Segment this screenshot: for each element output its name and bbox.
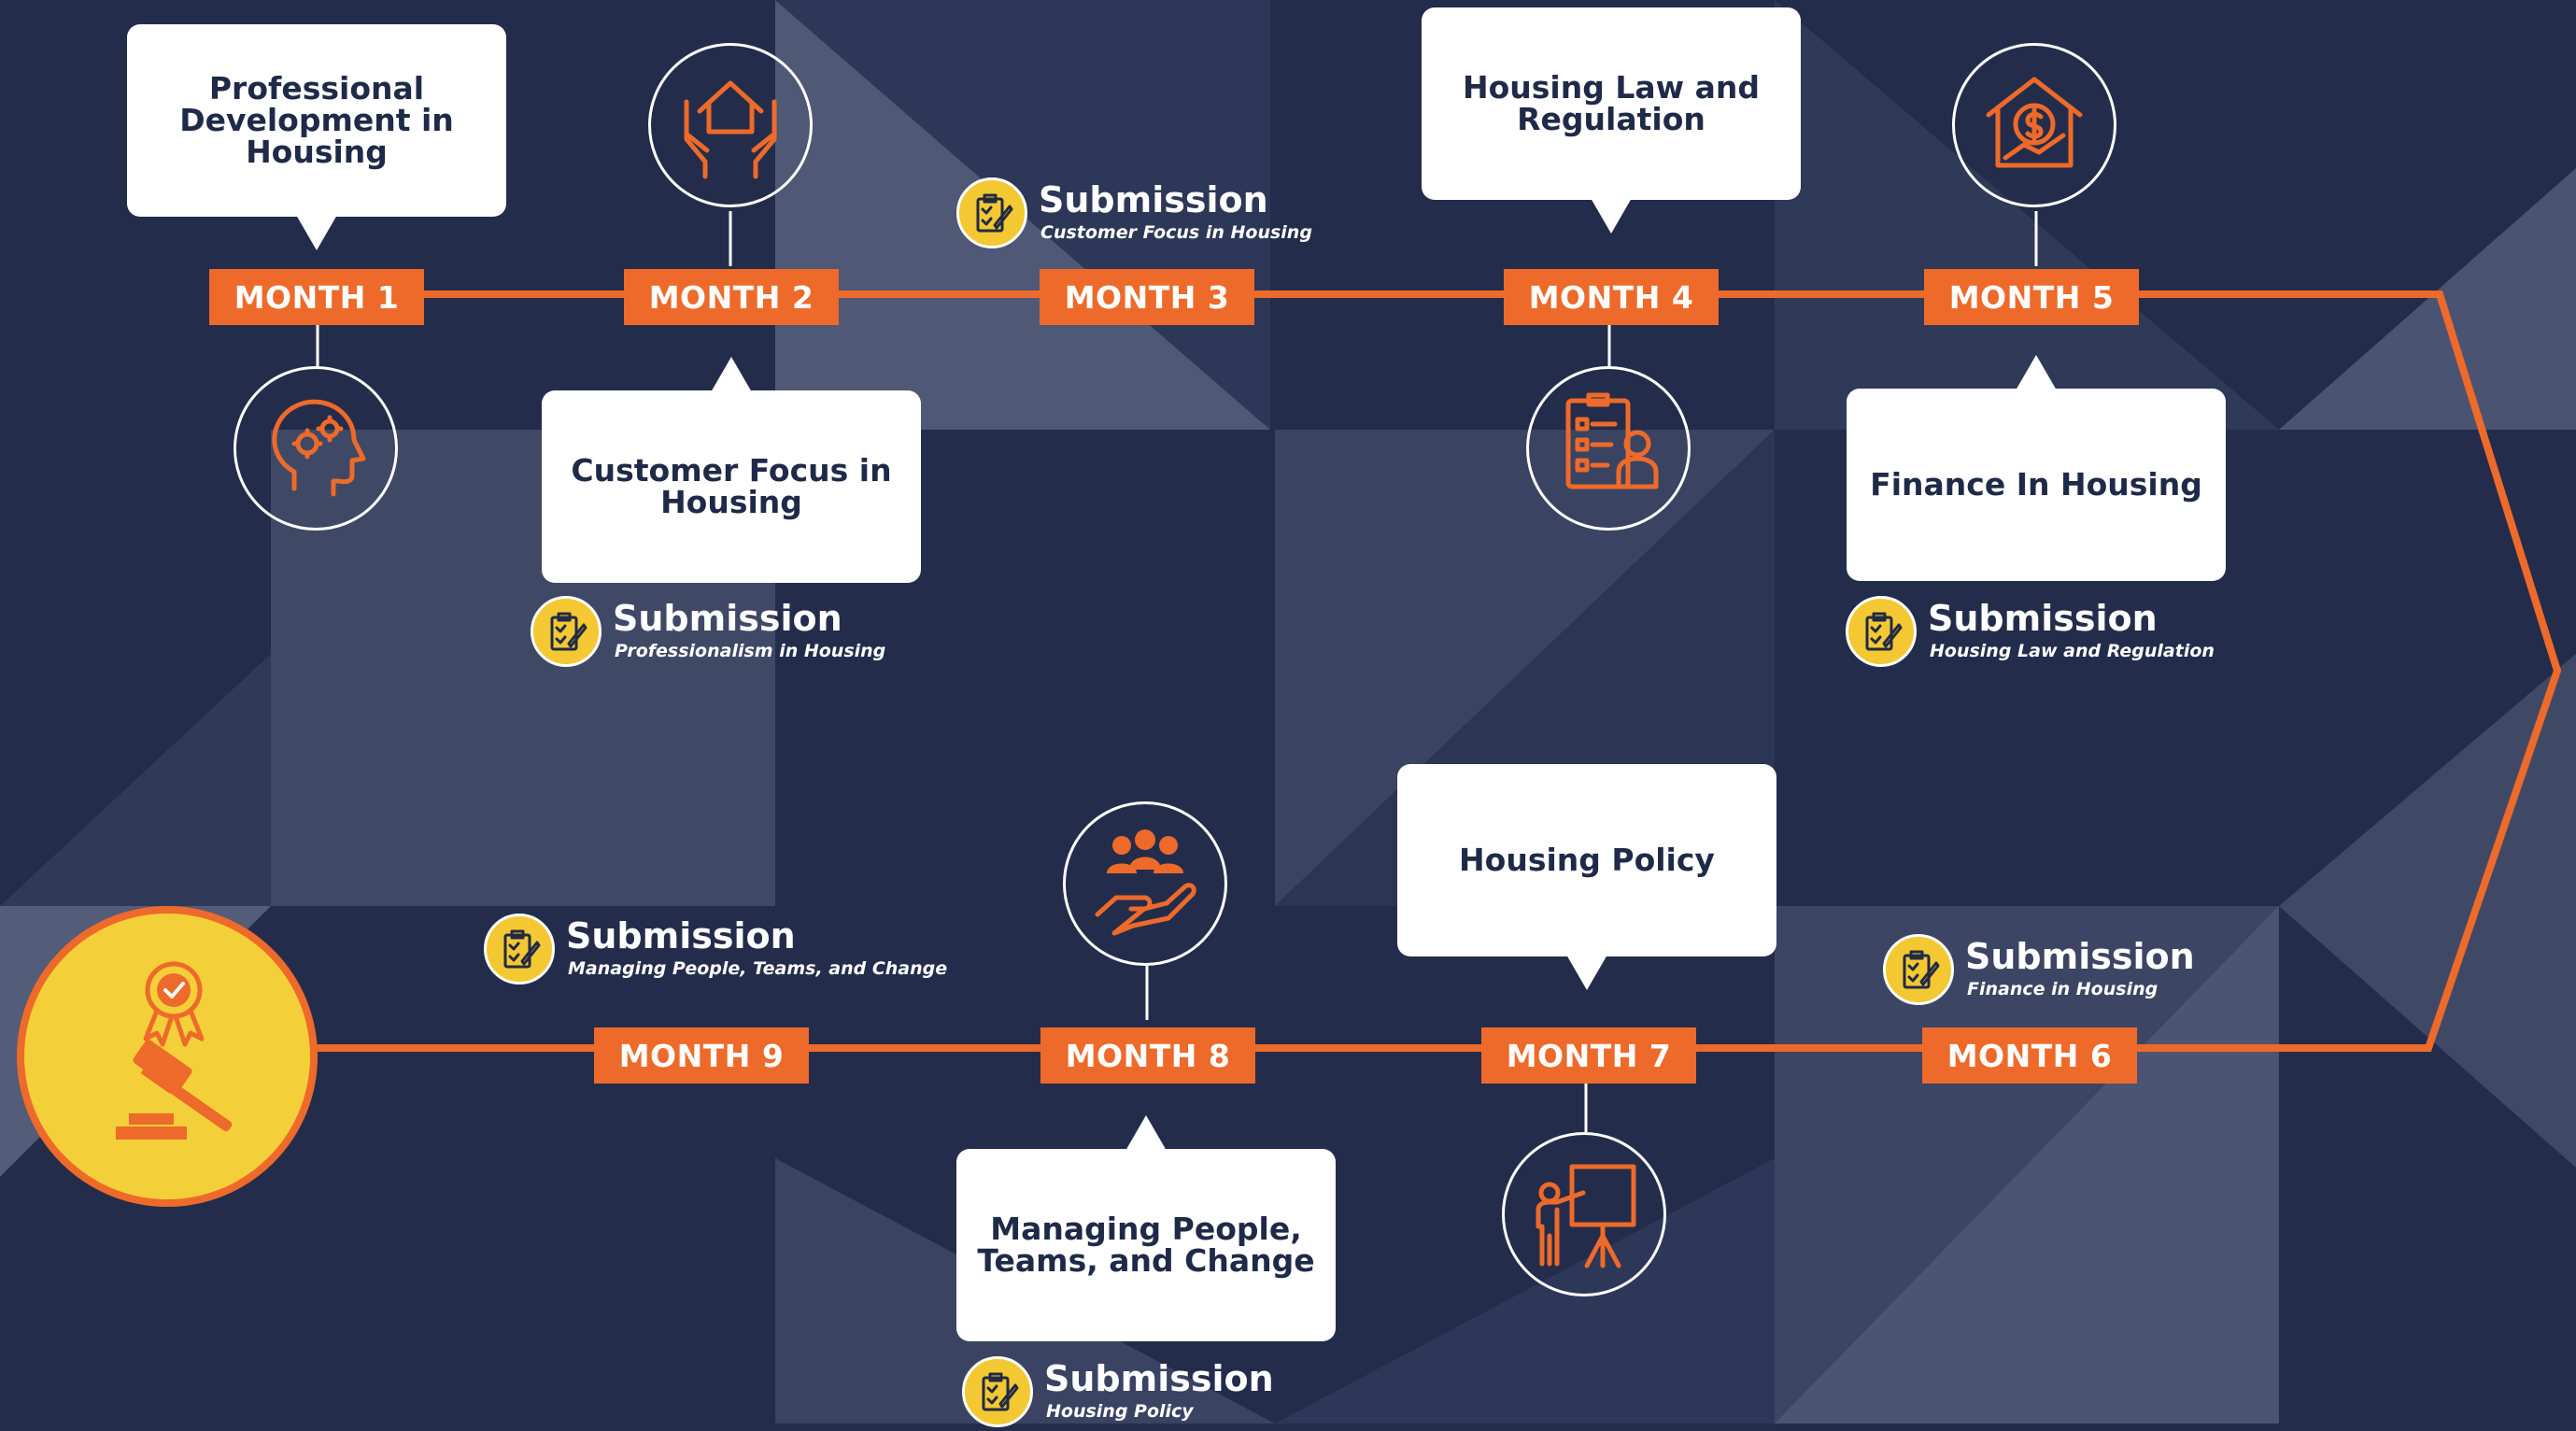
submission-title: Submission bbox=[1965, 936, 2195, 977]
module-8-title-line1: Managing People, bbox=[990, 1211, 1302, 1247]
module-7-bubble: Housing Policy bbox=[1397, 764, 1776, 990]
submission-month-6: Submission Finance in Housing bbox=[1883, 934, 2275, 1009]
submission-month-3: Submission Customer Focus in Housing bbox=[956, 177, 1349, 252]
clipboard-pencil-icon bbox=[531, 596, 602, 667]
submission-subtitle: Housing Policy bbox=[1046, 1401, 1194, 1422]
module-8-bubble: Managing People, Teams, and Change bbox=[956, 1115, 1336, 1341]
module-4-title-line2: Regulation bbox=[1517, 101, 1706, 137]
clipboard-pencil-icon bbox=[484, 914, 555, 985]
submission-subtitle: Housing Law and Regulation bbox=[1930, 641, 2215, 661]
presenter-board-icon bbox=[1502, 1132, 1666, 1296]
module-2-title-line1: Customer Focus in bbox=[571, 452, 892, 489]
hand-team-icon bbox=[1063, 801, 1227, 966]
submission-month-5: Submission Housing Law and Regulation bbox=[1846, 596, 2275, 671]
module-2-title-line2: Housing bbox=[660, 484, 802, 520]
clipboard-pencil-icon bbox=[956, 177, 1027, 248]
submission-title: Submission bbox=[1039, 179, 1268, 220]
submission-subtitle: Professionalism in Housing bbox=[615, 641, 886, 661]
month-8-label: MONTH 8 bbox=[1040, 1027, 1255, 1084]
submission-subtitle: Customer Focus in Housing bbox=[1040, 222, 1312, 243]
head-gears-icon bbox=[234, 366, 398, 531]
module-5-title-line1: Finance In Housing bbox=[1870, 466, 2202, 503]
house-dollar-icon bbox=[1952, 43, 2116, 207]
hands-house-icon bbox=[648, 43, 813, 207]
month-2-label: MONTH 2 bbox=[624, 269, 839, 325]
module-7-title-line1: Housing Policy bbox=[1459, 842, 1715, 878]
submission-title: Submission bbox=[1044, 1358, 1274, 1399]
month-4-label: MONTH 4 bbox=[1504, 269, 1719, 325]
month-3-label: MONTH 3 bbox=[1040, 269, 1254, 325]
submission-title: Submission bbox=[1928, 598, 2158, 639]
month-6-label: MONTH 6 bbox=[1922, 1027, 2137, 1084]
month-1-label: MONTH 1 bbox=[209, 269, 424, 325]
module-4-bubble: Housing Law and Regulation bbox=[1422, 7, 1801, 234]
checklist-person-icon bbox=[1526, 366, 1691, 531]
submission-title: Submission bbox=[613, 598, 842, 639]
module-2-bubble: Customer Focus in Housing bbox=[542, 357, 921, 583]
module-1-title-line2: Development in bbox=[179, 102, 454, 138]
clipboard-pencil-icon bbox=[1846, 596, 1917, 667]
submission-subtitle: Finance in Housing bbox=[1967, 979, 2158, 999]
submission-subtitle: Managing People, Teams, and Change bbox=[568, 958, 948, 979]
module-1-title-line1: Professional bbox=[208, 70, 425, 106]
submission-month-2: Submission Professionalism in Housing bbox=[531, 596, 941, 671]
submission-month-8: Submission Housing Policy bbox=[962, 1356, 1336, 1431]
month-7-label: MONTH 7 bbox=[1481, 1027, 1696, 1084]
clipboard-pencil-icon bbox=[962, 1356, 1033, 1427]
module-8-title-line2: Teams, and Change bbox=[977, 1242, 1315, 1279]
module-1-title-line3: Housing bbox=[246, 134, 388, 170]
module-5-bubble: Finance In Housing bbox=[1847, 355, 2226, 581]
month-9-label: MONTH 9 bbox=[594, 1027, 809, 1084]
clipboard-pencil-icon bbox=[1883, 934, 1954, 1005]
submission-title: Submission bbox=[566, 915, 796, 956]
award-gavel-icon bbox=[17, 906, 318, 1207]
module-4-title-line1: Housing Law and bbox=[1463, 69, 1760, 106]
submission-month-9: Submission Managing People, Teams, and C… bbox=[484, 914, 970, 988]
module-1-bubble: Professional Development in Housing bbox=[127, 24, 506, 250]
month-5-label: MONTH 5 bbox=[1924, 269, 2139, 325]
